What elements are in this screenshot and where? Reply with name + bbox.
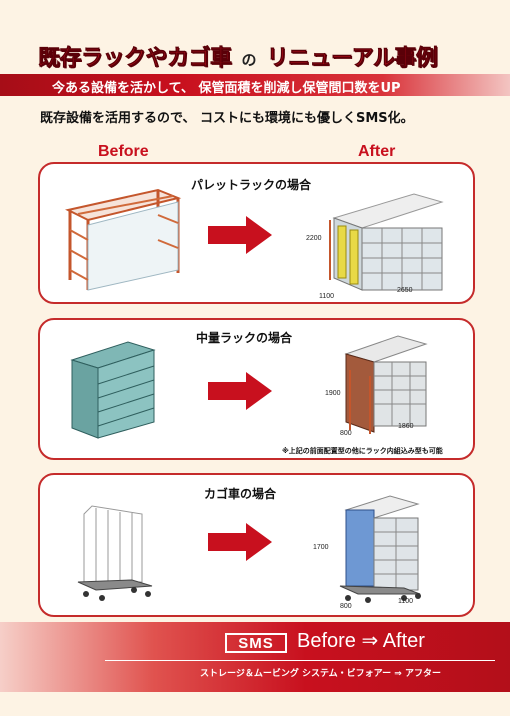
banner-text: 今ある設備を活かして、 保管面積を削減し保管間口数をUP [52,81,401,96]
panel-title-pallet-rack: パレットラックの場合 [191,178,312,192]
dim-depth-pallet: 1100 [319,293,335,300]
pallet-rack-before-illustration [65,188,182,291]
medium-rack-after-illustration [344,335,428,434]
arrow-icon [208,216,272,254]
sms-logo: SMS [225,633,287,653]
dim-width-medium: 1860 [398,423,414,430]
page-title: 既存ラックやカゴ車 の リニューアル事例 [38,40,439,72]
footer-before-after: Before ⇒ After [297,630,425,652]
panel-note-medium-rack: ※上記の前面配置型の他にラック内組込み型も可能 [282,447,443,455]
cage-cart-after-illustration [339,495,421,603]
dim-width-pallet: 2650 [397,287,413,294]
intro-text: 既存設備を活用するので、 コストにも環境にも優しくSMS化。 [40,111,414,126]
dim-height-pallet: 2200 [306,235,322,242]
arrow-icon [208,372,272,410]
dim-depth-medium: 800 [340,430,352,437]
dim-width-cage: 1100 [398,598,414,605]
title-main: 既存ラックやカゴ車 [38,46,233,72]
dim-height-medium: 1900 [325,390,341,397]
title-particle: の [241,51,257,69]
arrow-icon [208,523,272,561]
dim-height-cage: 1700 [313,544,329,551]
cage-cart-before-illustration [77,505,153,601]
medium-rack-before-illustration [70,341,156,439]
footer-divider [105,660,495,661]
panel-title-medium-rack: 中量ラックの場合 [196,331,293,345]
after-heading: After [358,143,396,160]
title-sub: リニューアル事例 [266,46,438,72]
pallet-rack-after-illustration [329,193,444,291]
footer-subtitle: ストレージ＆ムービング システム・ビフォアー ⇒ アフター [200,669,441,679]
panel-title-cage-cart: カゴ車の場合 [204,487,277,501]
before-heading: Before [98,143,149,160]
banner [0,74,510,96]
dim-depth-cage: 800 [340,603,352,610]
